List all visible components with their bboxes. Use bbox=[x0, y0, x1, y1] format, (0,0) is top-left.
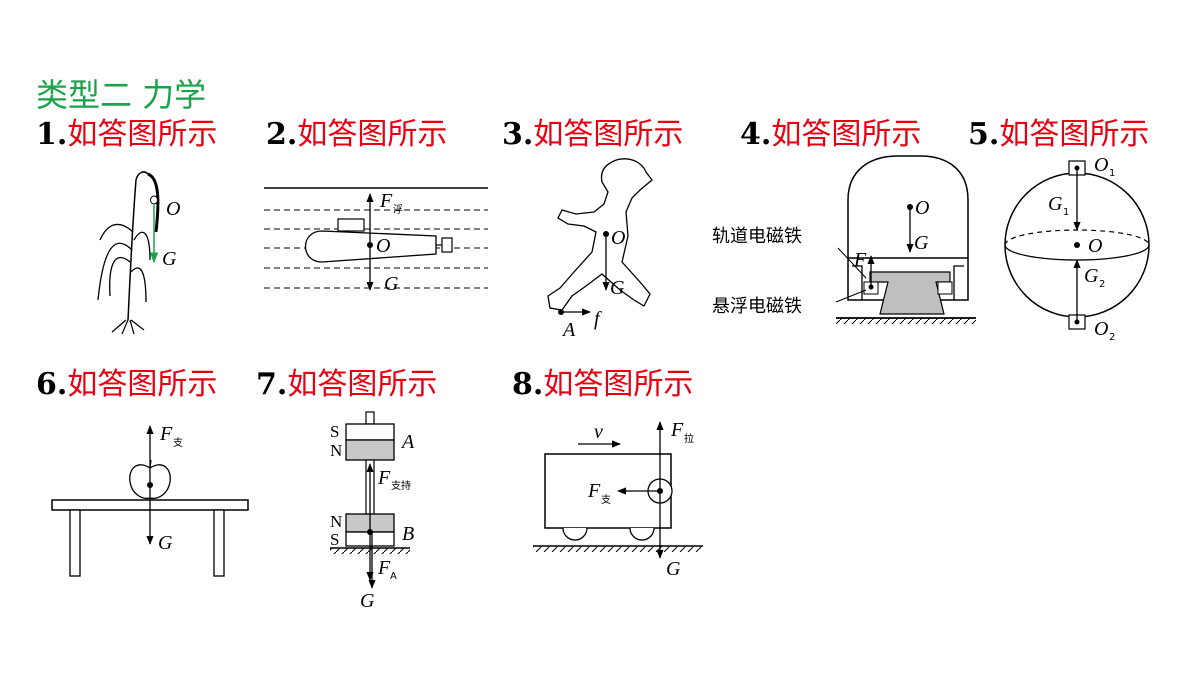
fig7-magnet-a-label: A bbox=[400, 431, 415, 453]
caption-7: 7.如答图所示 bbox=[256, 368, 437, 402]
fig8-velocity-label: v bbox=[594, 421, 603, 443]
fig7-top-n-label: N bbox=[330, 441, 342, 460]
caption-4: 4.如答图所示 bbox=[740, 118, 921, 152]
fig8-support-sub: 支 bbox=[601, 494, 611, 506]
fig3-point-label: O bbox=[611, 227, 625, 249]
fig6-support-label: F bbox=[159, 423, 173, 445]
fig7-fa-label: F bbox=[377, 557, 391, 579]
fig7-gravity-label: G bbox=[360, 590, 375, 612]
fig3-friction-label: f bbox=[594, 308, 602, 330]
fig7-support-label: F bbox=[377, 467, 391, 489]
fig7-support-sub: 支持 bbox=[391, 479, 411, 492]
fig3-gravity-label: G bbox=[610, 277, 625, 299]
fig4-track-magnet-label: 轨道电磁铁 bbox=[712, 226, 802, 247]
fig5-center-label: O bbox=[1088, 235, 1102, 257]
fig5-g2-label: G bbox=[1084, 265, 1099, 287]
fig7-magnet-b-label: B bbox=[402, 523, 414, 545]
caption-6-text: 如答图所示 bbox=[67, 367, 218, 402]
caption-5: 5.如答图所示 bbox=[968, 118, 1149, 152]
caption-2-text: 如答图所示 bbox=[297, 117, 448, 152]
caption-6: 6.如答图所示 bbox=[36, 368, 217, 402]
caption-4-number: 4. bbox=[740, 117, 772, 152]
caption-1: 1.如答图所示 bbox=[36, 118, 217, 152]
caption-1-number: 1. bbox=[36, 117, 68, 152]
fig5-bottom-point-sub: 2 bbox=[1109, 332, 1115, 343]
fig7-top-s-label: S bbox=[330, 422, 339, 441]
caption-6-number: 6. bbox=[36, 367, 68, 402]
fig1-point-label: O bbox=[166, 198, 180, 220]
caption-8-number: 8. bbox=[512, 367, 544, 402]
fig4-maglev-magnet-label: 悬浮电磁铁 bbox=[712, 296, 802, 317]
caption-3-text: 如答图所示 bbox=[533, 117, 684, 152]
fig8-gravity-label: G bbox=[666, 558, 681, 580]
fig7-fa-sub: A bbox=[390, 571, 397, 582]
fig2-buoyancy-label: F bbox=[379, 190, 393, 212]
caption-5-number: 5. bbox=[968, 117, 1000, 152]
fig2-point-label: O bbox=[376, 235, 390, 257]
fig8-support-label: F bbox=[587, 480, 601, 502]
fig2-submarine: F 浮 O G bbox=[264, 187, 488, 295]
fig5-sphere: O 1 G 1 O G 2 O 2 bbox=[1004, 154, 1150, 343]
fig4-point-label: O bbox=[915, 197, 929, 219]
fig7-magnets: S N A F 支持 N S B F A G bbox=[330, 411, 415, 612]
caption-7-text: 如答图所示 bbox=[287, 367, 438, 402]
caption-2: 2.如答图所示 bbox=[266, 118, 447, 152]
fig5-g1-label: G bbox=[1048, 193, 1063, 215]
caption-7-number: 7. bbox=[256, 367, 288, 402]
caption-2-number: 2. bbox=[266, 117, 298, 152]
fig1-plant: O G bbox=[97, 171, 180, 335]
fig3-person: O G f A bbox=[547, 158, 653, 341]
fig4-gravity-label: G bbox=[914, 232, 929, 254]
fig6-gravity-label: G bbox=[158, 532, 173, 554]
fig2-gravity-label: G bbox=[384, 273, 399, 295]
fig5-g2-sub: 2 bbox=[1099, 279, 1105, 290]
fig1-gravity-label: G bbox=[162, 248, 177, 270]
caption-8: 8.如答图所示 bbox=[512, 368, 693, 402]
fig6-table: F 支 G bbox=[51, 423, 249, 577]
caption-3-number: 3. bbox=[502, 117, 534, 152]
fig3-contact-label: A bbox=[561, 319, 576, 341]
fig8-pull-label: F bbox=[670, 419, 684, 441]
caption-4-text: 如答图所示 bbox=[771, 117, 922, 152]
fig7-bottom-n-label: N bbox=[330, 512, 342, 531]
fig4-force-label: F bbox=[853, 249, 867, 271]
caption-8-text: 如答图所示 bbox=[543, 367, 694, 402]
caption-1-text: 如答图所示 bbox=[67, 117, 218, 152]
fig5-top-point-label: O bbox=[1094, 154, 1108, 176]
fig7-bottom-s-label: S bbox=[330, 530, 339, 549]
caption-5-text: 如答图所示 bbox=[999, 117, 1150, 152]
fig4-maglev: O G F 轨道电磁铁 悬浮电磁铁 bbox=[712, 155, 976, 324]
fig5-bottom-point-label: O bbox=[1094, 318, 1108, 340]
fig5-top-point-sub: 1 bbox=[1109, 168, 1115, 179]
fig2-buoyancy-sub: 浮 bbox=[393, 204, 403, 216]
section-title: 类型二 力学 bbox=[36, 76, 207, 114]
fig5-g1-sub: 1 bbox=[1063, 207, 1069, 218]
fig6-support-sub: 支 bbox=[173, 437, 183, 449]
fig8-cart: v F 拉 F 支 G bbox=[533, 419, 703, 580]
caption-3: 3.如答图所示 bbox=[502, 118, 683, 152]
fig8-pull-sub: 拉 bbox=[684, 432, 694, 445]
